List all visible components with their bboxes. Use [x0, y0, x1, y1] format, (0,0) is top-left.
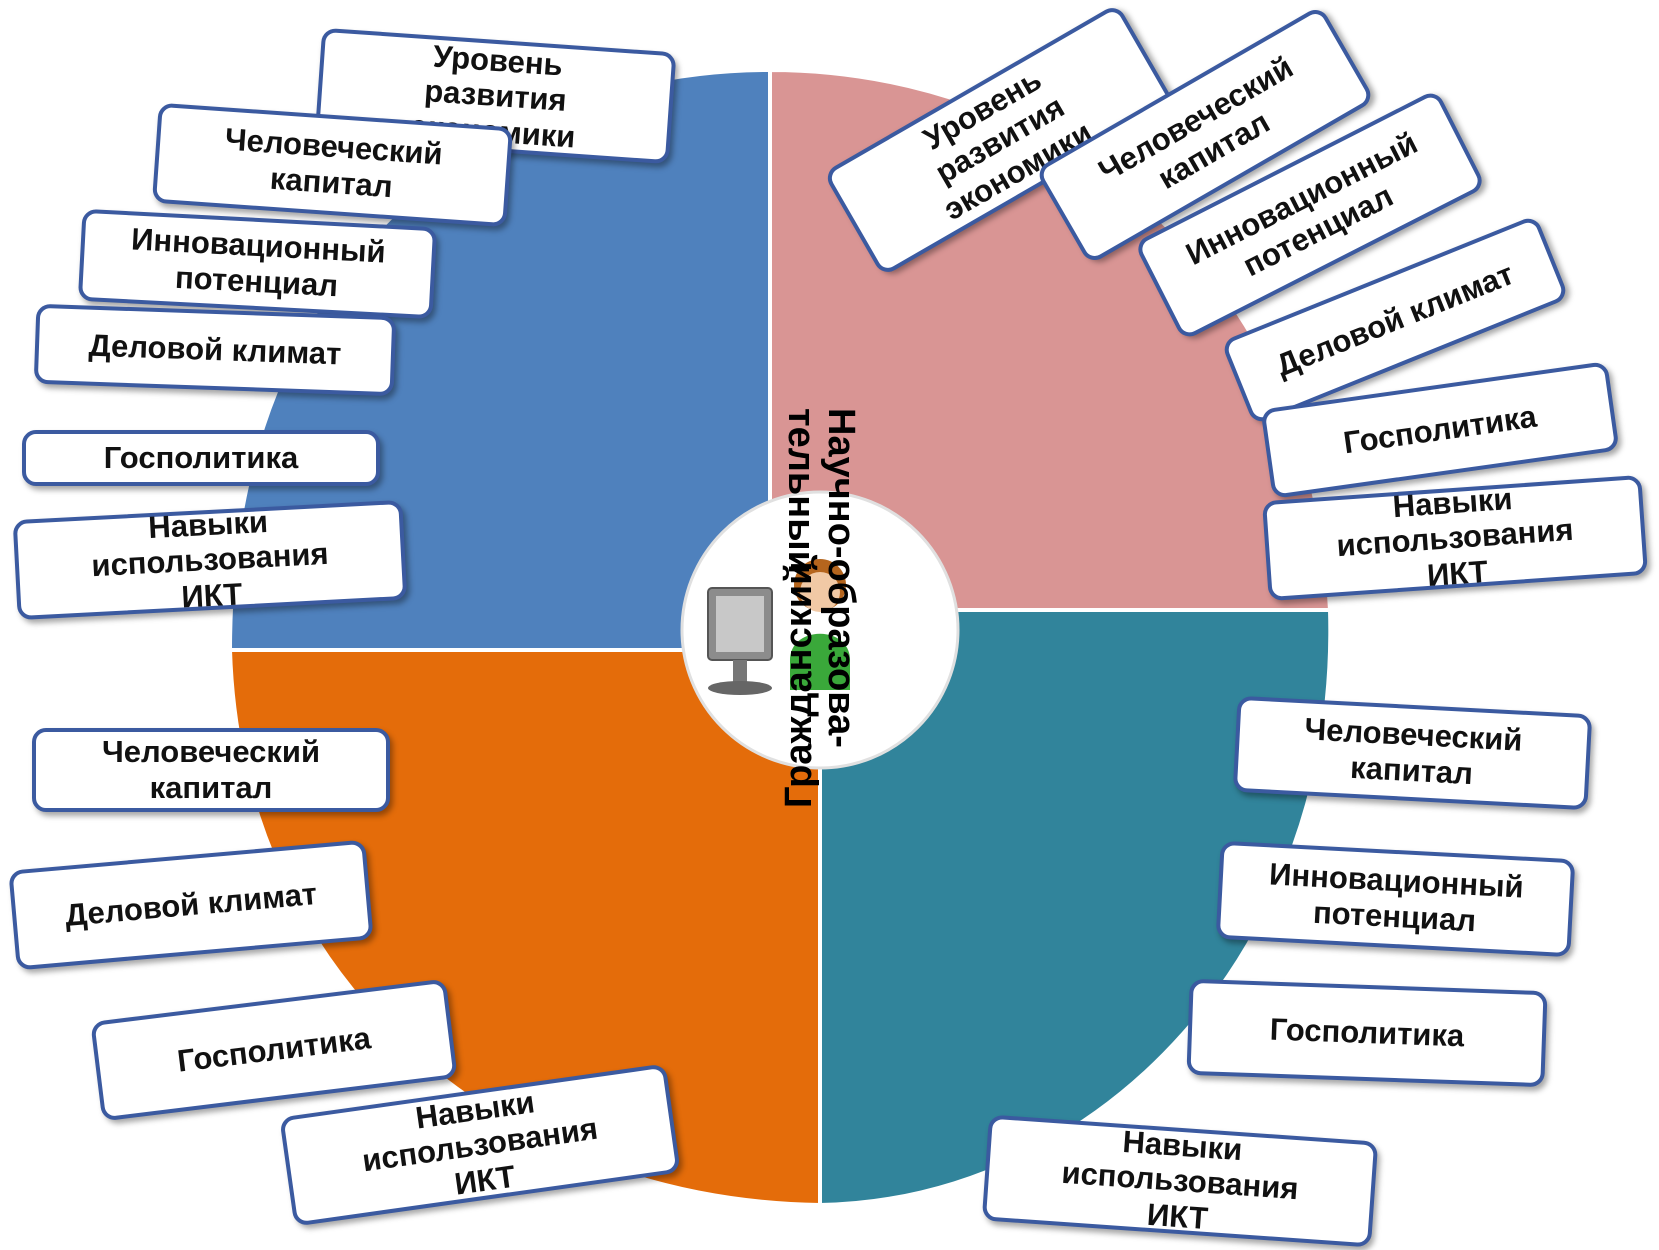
label-human-capital: Человеческий капитал [1232, 695, 1593, 811]
center-hub [680, 490, 960, 770]
label-ict-skills: Навыки использования ИКТ [12, 499, 408, 621]
label-innovation-potential: Инновационный потенциал [1215, 840, 1576, 958]
person-at-computer-icon [707, 559, 850, 695]
label-business-climate: Деловой климат [33, 303, 397, 397]
center-text-civil: Гражданский [778, 561, 820, 808]
label-innovation-potential: Инновационный потенциал [77, 208, 438, 320]
label-state-policy: Госполитика [1186, 978, 1548, 1088]
label-human-capital: Человеческий капитал [32, 728, 390, 812]
label-state-policy: Госполитика [22, 430, 380, 486]
